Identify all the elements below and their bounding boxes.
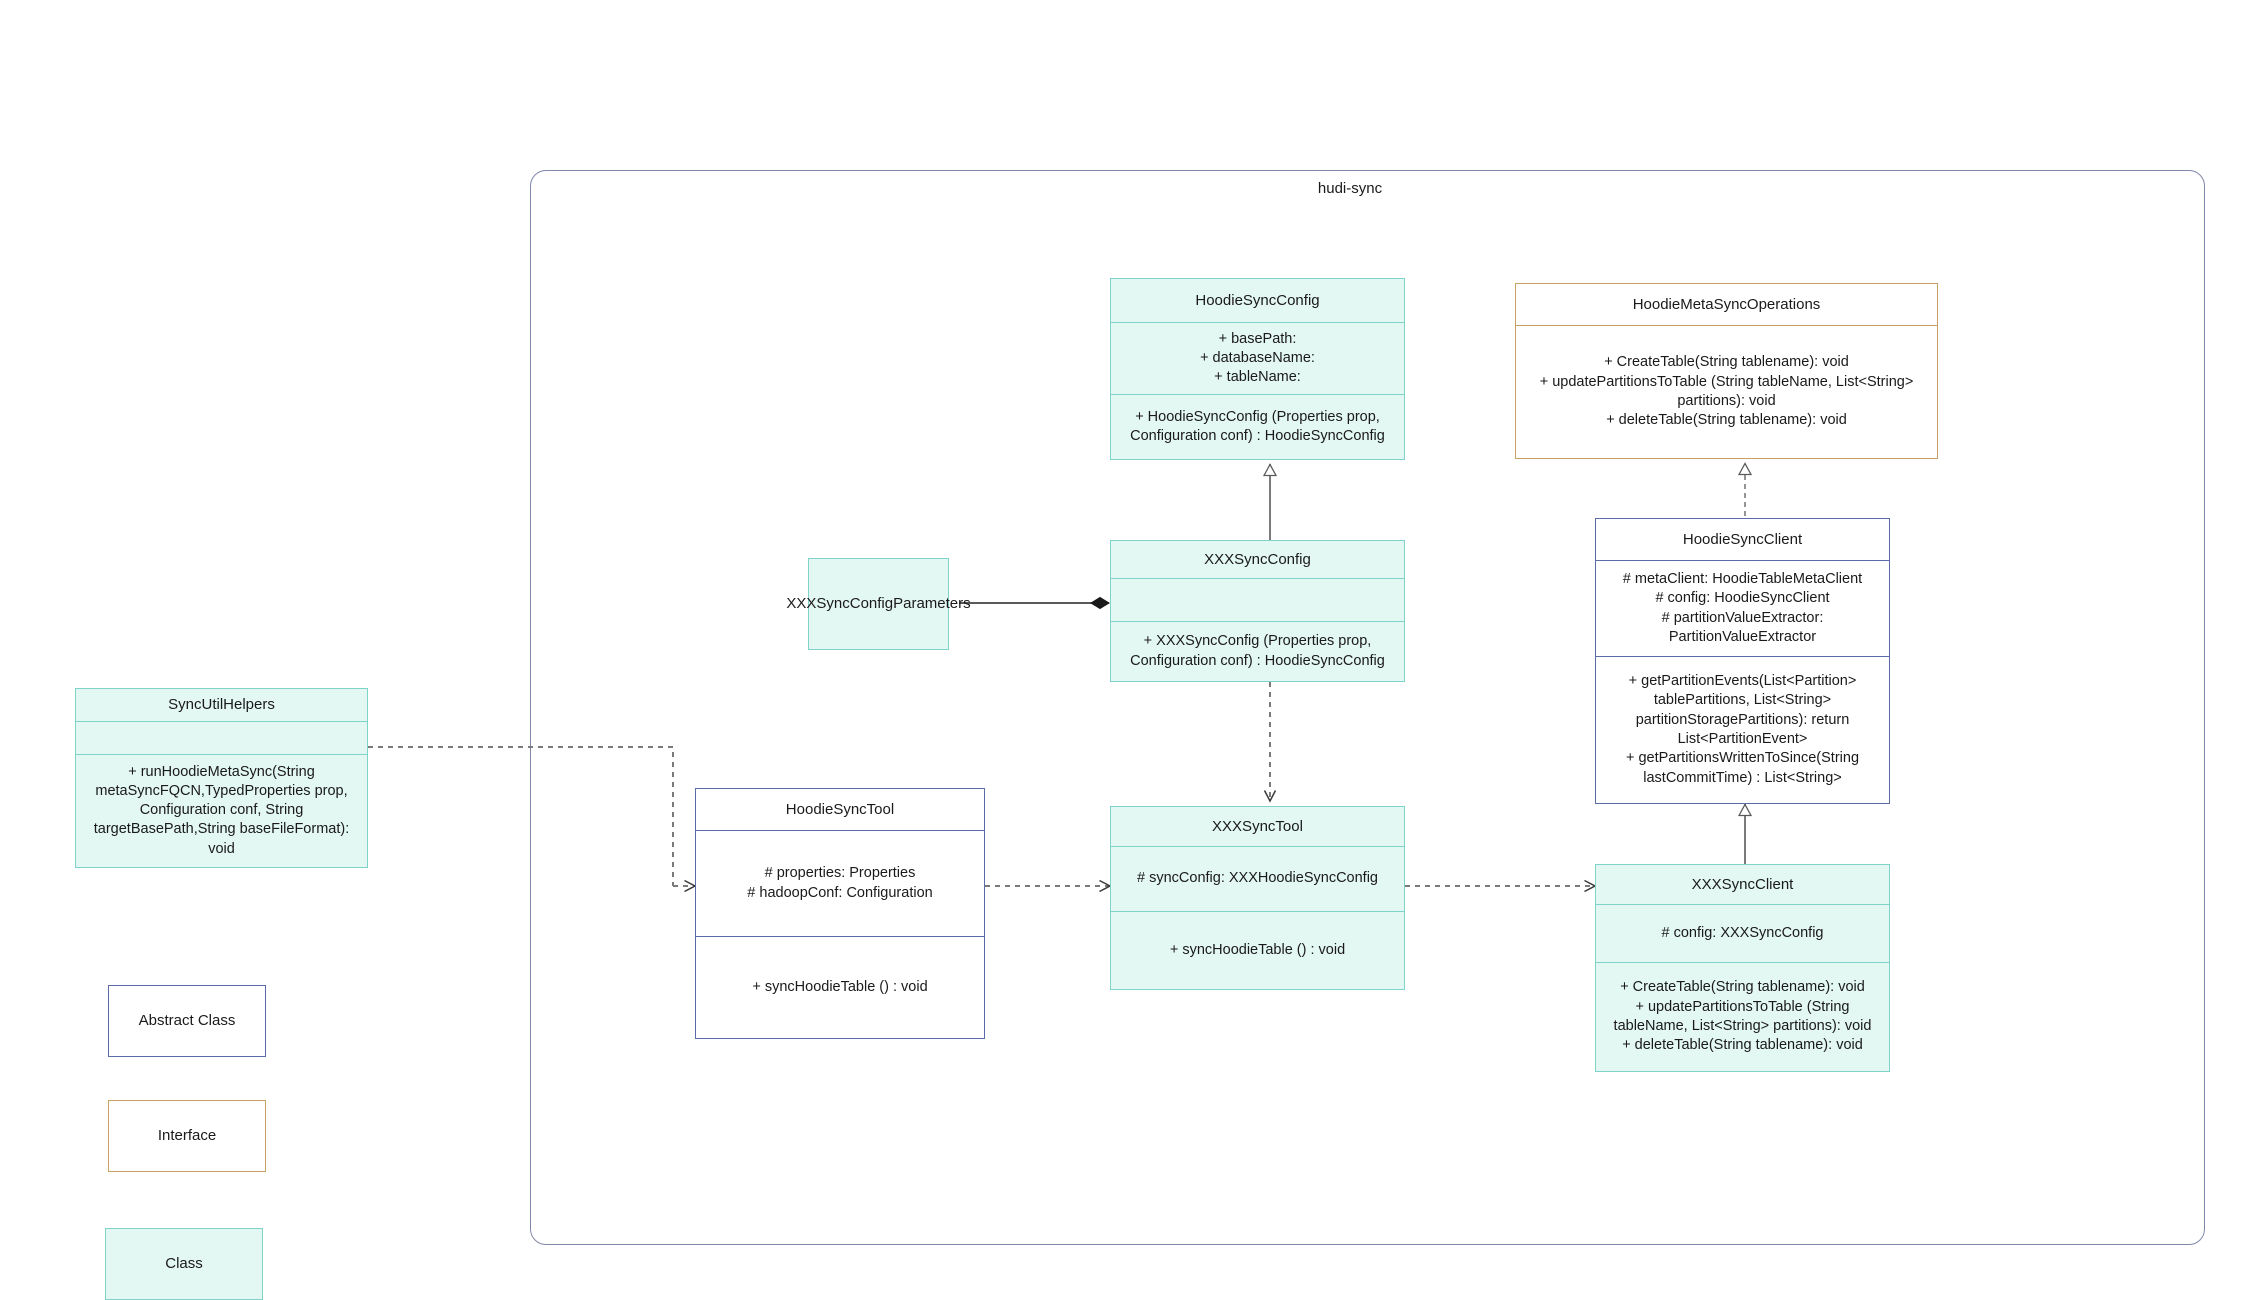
class-sync-util-helpers-operations: + runHoodieMetaSync(String metaSyncFQCN,… [93,763,350,857]
class-hoodie-sync-tool-name: HoodieSyncTool [696,789,984,831]
class-xxx-sync-client-name: XXXSyncClient [1596,865,1889,905]
class-hoodie-sync-config-name: HoodieSyncConfig [1111,279,1404,323]
legend-abstract-class[interactable]: Abstract Class [108,985,266,1057]
class-hoodie-sync-config-attributes: + basePath: + databaseName: + tableName: [1111,323,1404,395]
class-xxx-sync-config-name: XXXSyncConfig [1111,541,1404,579]
package-title: hudi-sync [1317,180,1383,197]
class-xxx-sync-tool-operations: + syncHoodieTable () : void [1169,941,1346,958]
class-sync-util-helpers[interactable]: SyncUtilHelpers + runHoodieMetaSync(Stri… [75,688,368,868]
class-hoodie-sync-tool-attributes: # properties: Properties # hadoopConf: C… [696,831,984,937]
package-hudi-sync [530,170,2205,1245]
legend-interface-label: Interface [157,1127,217,1145]
class-xxx-sync-config-parameters-name: XXXSyncConfigParameters [786,595,971,613]
legend-class-label: Class [165,1255,203,1273]
class-hoodie-sync-config-operations: + HoodieSyncConfig (Properties prop, Con… [1130,408,1385,444]
class-hoodie-sync-client-attributes: # metaClient: HoodieTableMetaClient # co… [1596,561,1889,657]
class-xxx-sync-config-operations: + XXXSyncConfig (Properties prop, Config… [1130,633,1385,669]
class-hoodie-sync-tool-operations: + syncHoodieTable () : void [752,978,928,995]
interface-hoodie-meta-sync-operations-name: HoodieMetaSyncOperations [1516,284,1937,326]
legend-class[interactable]: Class [105,1228,263,1300]
legend-interface[interactable]: Interface [108,1100,266,1172]
class-xxx-sync-tool-name: XXXSyncTool [1111,807,1404,847]
interface-hoodie-meta-sync-operations[interactable]: HoodieMetaSyncOperations + CreateTable(S… [1515,283,1938,459]
legend-abstract-class-label: Abstract Class [138,1012,236,1030]
class-xxx-sync-config[interactable]: XXXSyncConfig + XXXSyncConfig (Propertie… [1110,540,1405,682]
class-xxx-sync-config-attributes [1111,579,1404,622]
class-sync-util-helpers-attributes [76,722,367,755]
class-hoodie-sync-client[interactable]: HoodieSyncClient # metaClient: HoodieTab… [1595,518,1890,804]
class-sync-util-helpers-name: SyncUtilHelpers [76,689,367,722]
class-xxx-sync-config-parameters[interactable]: XXXSyncConfigParameters [786,558,971,650]
class-hoodie-sync-tool[interactable]: HoodieSyncTool # properties: Properties … [695,788,985,1039]
class-hoodie-sync-client-operations: + getPartitionEvents(List<Partition> tab… [1625,673,1860,786]
class-xxx-sync-client-attributes: # config: XXXSyncConfig [1596,905,1889,963]
class-xxx-sync-client[interactable]: XXXSyncClient # config: XXXSyncConfig + … [1595,864,1890,1072]
class-hoodie-sync-client-name: HoodieSyncClient [1596,519,1889,561]
class-xxx-sync-client-operations: + CreateTable(String tablename): void + … [1613,979,1872,1054]
interface-hoodie-meta-sync-operations-operations: + CreateTable(String tablename): void + … [1539,354,1914,429]
class-xxx-sync-tool-attributes: # syncConfig: XXXHoodieSyncConfig [1111,847,1404,912]
class-xxx-sync-tool[interactable]: XXXSyncTool # syncConfig: XXXHoodieSyncC… [1110,806,1405,990]
class-hoodie-sync-config[interactable]: HoodieSyncConfig + basePath: + databaseN… [1110,278,1405,460]
